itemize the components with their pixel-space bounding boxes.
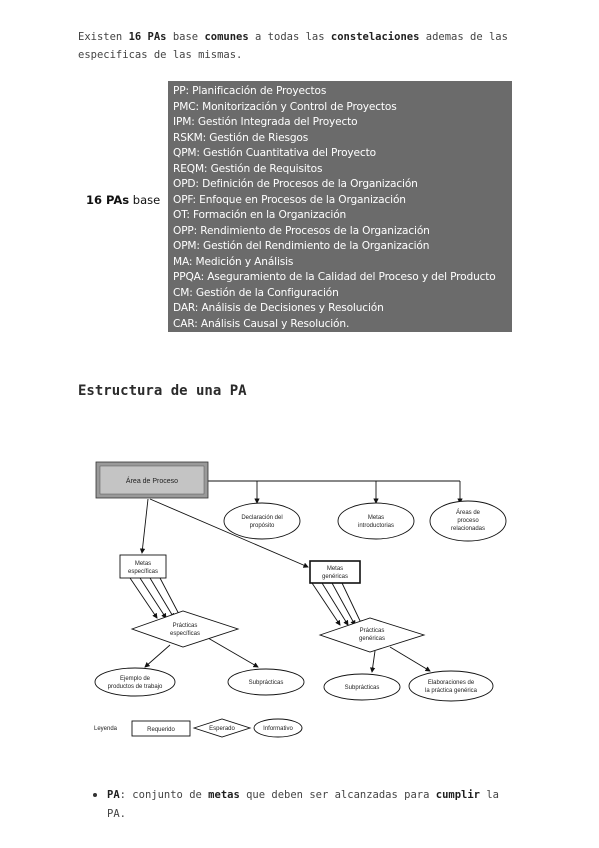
svg-text:productos de trabajo: productos de trabajo xyxy=(108,684,163,690)
svg-text:genéricas: genéricas xyxy=(359,636,385,642)
svg-text:Prácticas: Prácticas xyxy=(360,628,385,634)
svg-text:propósito: propósito xyxy=(250,523,275,529)
svg-text:Subprácticas: Subprácticas xyxy=(249,680,284,686)
svg-text:Metas: Metas xyxy=(368,515,384,521)
svg-text:introductorias: introductorias xyxy=(358,523,394,529)
svg-text:proceso: proceso xyxy=(457,518,479,524)
pa-list-item: CAR: Análisis Causal y Resolución. xyxy=(173,317,350,330)
svg-text:Metas: Metas xyxy=(327,566,343,572)
bullet-text: PA: conjunto de metas que deben ser alca… xyxy=(107,789,499,820)
svg-text:Esperado: Esperado xyxy=(209,726,235,732)
pa-list-item: OPP: Rendimiento de Procesos de la Organ… xyxy=(173,224,430,237)
svg-text:Áreas de: Áreas de xyxy=(456,509,481,516)
pa-list-item: CM: Gestión de la Configuración xyxy=(173,286,339,299)
pa-count-label: 16 PAs base xyxy=(86,193,161,207)
svg-text:específicas: específicas xyxy=(128,569,158,575)
svg-text:Subprácticas: Subprácticas xyxy=(345,685,380,691)
pa-list-item: IPM: Gestión Integrada del Proyecto xyxy=(173,116,358,128)
pa-structure-diagram: Área de Proceso Declaración del propósit… xyxy=(90,455,530,745)
svg-text:Requerido: Requerido xyxy=(147,727,175,733)
pa-list-item: MA: Medición y Análisis xyxy=(173,255,294,268)
pa-list-item: RSKM: Gestión de Riesgos xyxy=(173,131,309,144)
pa-list-item: OPD: Definición de Procesos de la Organi… xyxy=(173,178,418,190)
pa-list-item: OPF: Enfoque en Procesos de la Organizac… xyxy=(173,193,406,206)
svg-text:genéricas: genéricas xyxy=(322,574,348,580)
pa-list-item: REQM: Gestión de Requisitos xyxy=(173,162,323,175)
svg-text:Declaración del: Declaración del xyxy=(241,515,282,521)
pa-list-item: QPM: Gestión Cuantitativa del Proyecto xyxy=(173,147,376,159)
area-proceso-node: Área de Proceso xyxy=(95,461,209,499)
svg-text:Elaboraciones de: Elaboraciones de xyxy=(428,680,475,686)
svg-text:Área de Proceso: Área de Proceso xyxy=(126,476,178,485)
section-heading: Estructura de una PA xyxy=(78,383,247,399)
svg-text:Informativo: Informativo xyxy=(263,726,293,732)
pa-list-item: PMC: Monitorización y Control de Proyect… xyxy=(173,100,397,113)
svg-text:Metas: Metas xyxy=(135,561,151,567)
pa-list-item: OPM: Gestión del Rendimiento de la Organ… xyxy=(173,240,430,252)
svg-text:Ejemplo de: Ejemplo de xyxy=(120,676,151,682)
svg-text:Prácticas: Prácticas xyxy=(173,623,198,629)
pa-list-item: OT: Formación en la Organización xyxy=(173,209,347,221)
pa-list-item: PP: Planificación de Proyectos xyxy=(173,85,327,97)
pa-definition-bullet: PA: conjunto de metas que deben ser alca… xyxy=(93,786,513,824)
intro-paragraph: Existen 16 PAs base comunes a todas las … xyxy=(78,31,508,61)
pa-list-item: DAR: Análisis de Decisiones y Resolución xyxy=(173,302,384,314)
svg-text:específicas: específicas xyxy=(170,631,200,637)
svg-text:Leyenda: Leyenda xyxy=(94,726,118,732)
svg-text:relacionadas: relacionadas xyxy=(451,526,485,532)
svg-text:la práctica genérica: la práctica genérica xyxy=(425,688,478,694)
pa-list-item: PPQA: Aseguramiento de la Calidad del Pr… xyxy=(173,271,496,283)
bullet-dot xyxy=(93,793,97,797)
